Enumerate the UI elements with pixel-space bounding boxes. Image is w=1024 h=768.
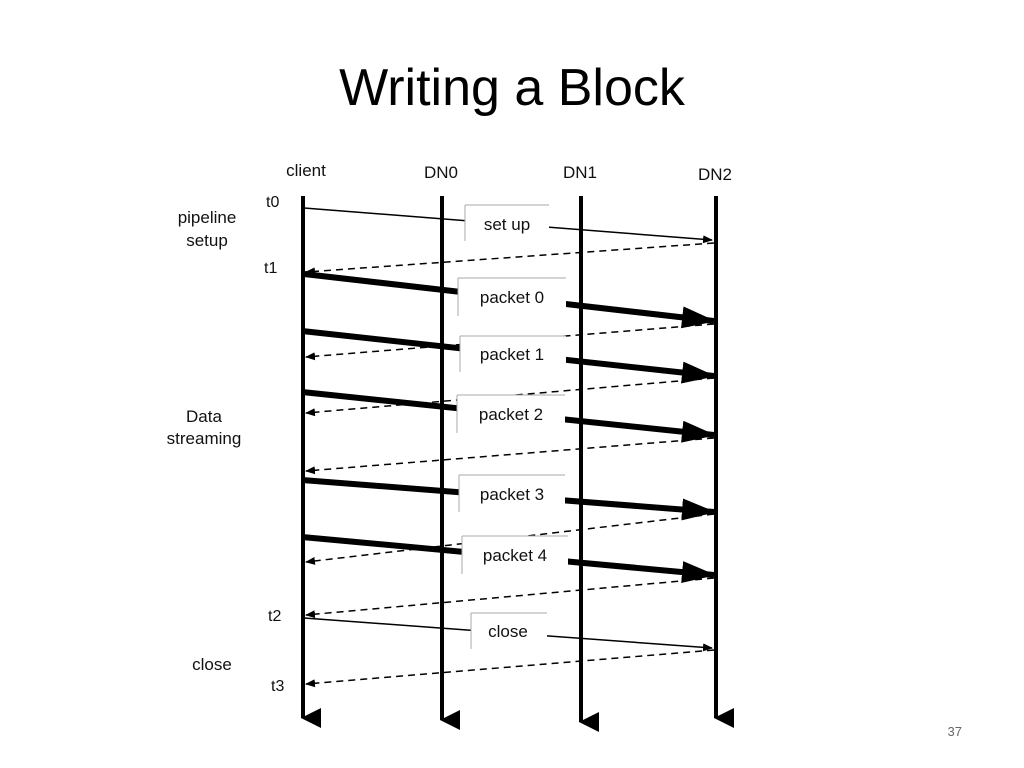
ack-arrow (305, 577, 715, 619)
message-label-packet-4: packet 4 (461, 535, 568, 574)
ack-arrow (305, 437, 715, 475)
message-label-setup: set up (464, 204, 549, 241)
message-label-packet-1: packet 1 (459, 335, 566, 372)
message-text: packet 3 (480, 485, 544, 504)
page-number: 37 (947, 724, 962, 739)
message-label-packet-3: packet 3 (458, 474, 565, 512)
phase-label-data: Data (186, 407, 222, 426)
message-text: set up (484, 215, 530, 234)
slide-title: Writing a Block (339, 59, 685, 117)
close-ack-arrow (305, 649, 715, 688)
message-text: packet 4 (483, 546, 547, 565)
message-text: packet 0 (480, 288, 544, 307)
lane-header-dn2: DN2 (698, 165, 732, 184)
message-text: close (488, 622, 528, 641)
lane-header-client: client (286, 161, 326, 180)
time-label-t3: t3 (271, 678, 284, 695)
phase-label-pipeline: pipeline (178, 208, 237, 227)
message-text: packet 1 (480, 345, 544, 364)
phase-label-streaming: streaming (167, 429, 242, 448)
lane-header-dn1: DN1 (563, 163, 597, 182)
time-label-t2: t2 (268, 608, 281, 625)
lane-header-dn0: DN0 (424, 163, 458, 182)
message-label-packet-2: packet 2 (456, 394, 565, 433)
message-label-close: close (470, 612, 547, 649)
phase-label-close: close (192, 655, 232, 674)
setup-ack-arrow (305, 242, 715, 276)
message-label-packet-0: packet 0 (457, 277, 566, 316)
time-label-t0: t0 (266, 194, 279, 211)
phase-label-setup: setup (186, 231, 228, 250)
message-text: packet 2 (479, 405, 543, 424)
time-label-t1: t1 (264, 260, 277, 277)
